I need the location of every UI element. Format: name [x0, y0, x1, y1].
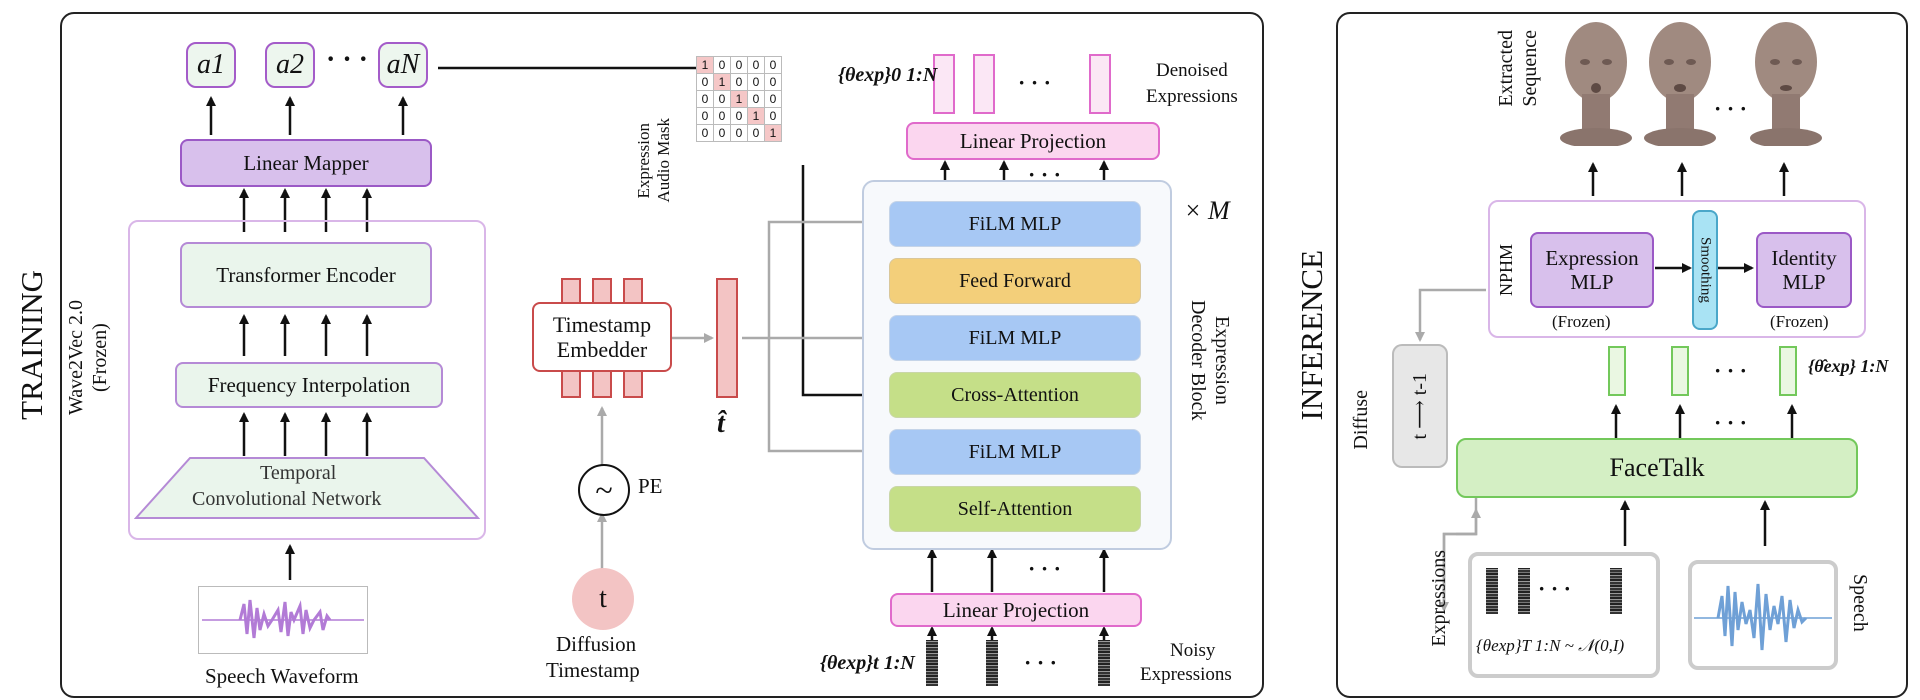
denoised-slab-1: [933, 54, 955, 114]
noisy-label-1: Noisy: [1170, 640, 1216, 661]
t-hat-label: t̂: [717, 408, 725, 439]
noise-slab-2: [1518, 568, 1530, 614]
identity-mlp-frozen: (Frozen): [1770, 312, 1829, 331]
t-hat-vector: [716, 278, 738, 398]
film-mlp-1: FiLM MLP: [889, 201, 1141, 247]
self-attention: Self-Attention: [889, 486, 1141, 532]
linear-projection-bottom: Linear Projection: [890, 593, 1142, 627]
linear-projection-top: Linear Projection: [906, 122, 1160, 160]
noise-dots: · · ·: [1538, 576, 1572, 601]
pred-dots: · · ·: [1714, 358, 1748, 383]
speech-input-waveform: [1694, 583, 1832, 651]
extracted-dots: · · ·: [1714, 96, 1748, 121]
mask-cell: 0: [764, 107, 782, 125]
mask-cell: 0: [730, 124, 748, 142]
face-render-3: [1750, 22, 1822, 146]
noisy-slab-3: [1098, 640, 1110, 686]
nphm-label: NPHM: [1496, 244, 1516, 297]
expressions-label: Expressions: [1428, 550, 1450, 647]
mask-cell: 1: [713, 73, 731, 91]
pred-slab-3: [1779, 346, 1797, 396]
t-to-t-minus-1-box: t ⟶ t-1: [1392, 344, 1448, 468]
cross-attention: Cross-Attention: [889, 372, 1141, 418]
audio-tokens-dots: · · ·: [326, 44, 369, 75]
decoder-repeat-label: × M: [1184, 196, 1230, 225]
feed-forward: Feed Forward: [889, 258, 1141, 304]
noise-slab-1: [1486, 568, 1498, 614]
linear-mapper: Linear Mapper: [180, 139, 432, 187]
mask-cell: 0: [764, 73, 782, 91]
noisy-label-2: Expressions: [1140, 664, 1232, 685]
tcn-label-2: Convolutional Network: [192, 488, 382, 510]
speech-waveform-label: Speech Waveform: [205, 664, 359, 688]
smoothing-box: Smoothing: [1692, 210, 1718, 330]
decoder-bottom-dots: · · ·: [1028, 556, 1062, 581]
decoder-top-dots: · · ·: [1028, 162, 1062, 187]
wav2vec-group: [128, 220, 486, 540]
face-render-2: [1644, 22, 1716, 146]
pe-circle: ~: [578, 464, 630, 516]
noise-math: {θexp}T 1:N ~ 𝒩(0,I): [1476, 636, 1625, 655]
film-mlp-2: FiLM MLP: [889, 315, 1141, 361]
pred-slab-2: [1671, 346, 1689, 396]
speech-input-box: [1688, 560, 1838, 670]
facetalk-dots: · · ·: [1714, 410, 1748, 435]
pe-label: PE: [638, 474, 663, 498]
speech-waveform-graphic: [202, 599, 364, 639]
noise-slab-3: [1610, 568, 1622, 614]
face-render-1: [1560, 22, 1632, 146]
audio-token-a1: a1: [186, 42, 236, 88]
smoothing-label: Smoothing: [1697, 237, 1714, 303]
denoised-slab-3: [1089, 54, 1111, 114]
transformer-encoder: Transformer Encoder: [180, 242, 432, 308]
speech-label: Speech: [1849, 574, 1871, 632]
facetalk-box: FaceTalk: [1456, 438, 1858, 498]
mask-cell: 0: [696, 124, 714, 142]
film-mlp-3: FiLM MLP: [889, 429, 1141, 475]
noisy-slab-2: [986, 640, 998, 686]
expression-mlp-frozen: (Frozen): [1552, 312, 1611, 331]
diffuse-label: Diffuse: [1350, 390, 1372, 450]
diffusion-timestep-circle: t: [572, 568, 634, 630]
denoised-label-1: Denoised: [1156, 60, 1228, 81]
noise-expressions-box: [1468, 552, 1660, 678]
audio-token-aN: aN: [378, 42, 428, 88]
noisy-slab-1: [926, 640, 938, 686]
mask-cell: 1: [764, 124, 782, 142]
pred-slab-1: [1608, 346, 1626, 396]
noisy-math: {θexp}t 1:N: [820, 652, 915, 674]
denoised-label-2: Expressions: [1146, 86, 1238, 107]
denoised-dots: · · ·: [1018, 70, 1052, 95]
tcn-label-1: Temporal: [260, 462, 337, 484]
nphm-group: [1488, 200, 1866, 338]
audio-token-a2: a2: [265, 42, 315, 88]
frequency-interpolation: Frequency Interpolation: [175, 362, 443, 408]
diffusion-label-1: Diffusion: [556, 632, 637, 656]
theta-hat-label: {θ̂exp} 1:N: [1808, 356, 1889, 376]
speech-waveform-box: [198, 586, 368, 654]
denoised-math: {θexp}0 1:N: [838, 64, 938, 86]
diffusion-label-2: Timestamp: [546, 658, 640, 682]
denoised-slab-2: [973, 54, 995, 114]
noisy-dots: · · ·: [1024, 650, 1058, 675]
tcn-trapezoid: [134, 457, 480, 519]
